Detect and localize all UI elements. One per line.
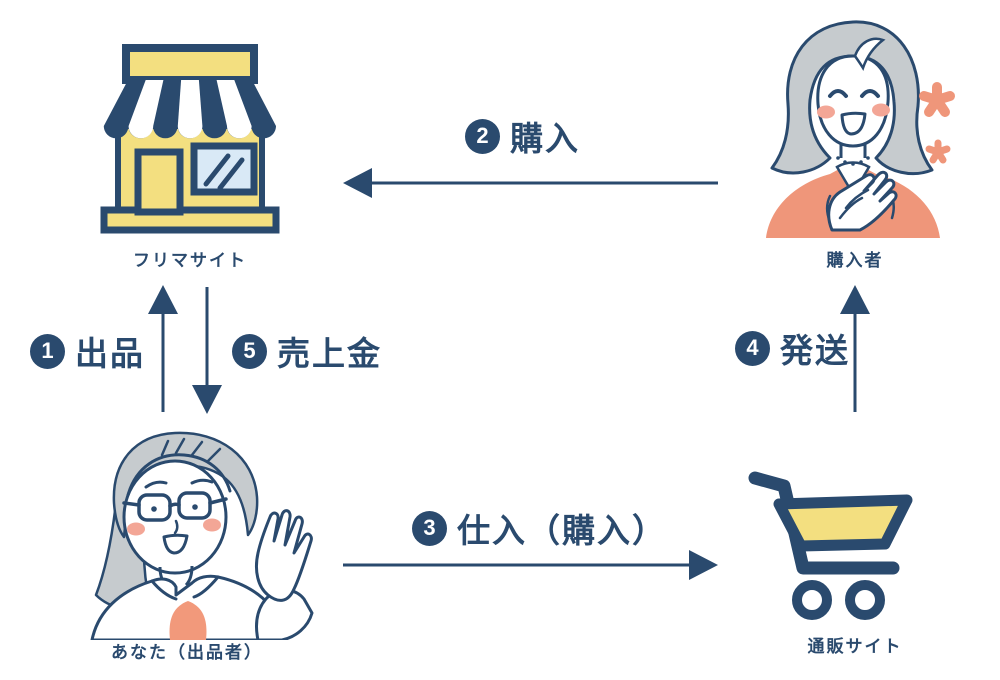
store-window xyxy=(190,142,258,196)
seller-waving-hand xyxy=(254,509,313,602)
cart-wheel-right xyxy=(845,580,885,620)
flow-purchase-text: 購入 xyxy=(510,120,580,157)
step-4-badge: 4 xyxy=(735,330,770,366)
seller-label: あなた（出品者） xyxy=(111,643,263,662)
step-2-badge: 2 xyxy=(465,118,500,154)
seller-inner-shirt xyxy=(169,601,207,640)
buyer-bangs xyxy=(853,37,886,71)
seller-nose xyxy=(173,519,179,535)
flow-label-stocking: 3 仕入（購入） xyxy=(412,504,667,552)
seller-mouth xyxy=(162,533,189,555)
flow-label-shipping: 4 発送 xyxy=(735,324,850,372)
seller-lapels xyxy=(150,575,220,601)
buyer-label: 購入者 xyxy=(826,251,884,270)
seller-cheek-right xyxy=(203,518,221,532)
store-sign xyxy=(122,44,258,84)
arrow-sales-money-down xyxy=(192,287,222,414)
buyer-face xyxy=(816,54,890,148)
store-base xyxy=(100,206,280,234)
step-3-badge: 3 xyxy=(412,510,447,546)
flow-listing-text: 出品 xyxy=(75,335,145,372)
buyer-finger-lines xyxy=(838,188,870,220)
buyer-closed-eyes xyxy=(828,89,880,98)
step-5-badge: 5 xyxy=(232,333,267,369)
waving-woman-glasses-illustration xyxy=(90,431,314,640)
buyer-hands xyxy=(827,170,898,232)
buyer-vneck xyxy=(835,161,871,197)
sparkles-icon xyxy=(919,82,955,164)
storefront-icon xyxy=(100,44,280,234)
buyer-neck xyxy=(839,144,867,158)
seller-cheek-left xyxy=(127,522,145,536)
happy-woman-illustration xyxy=(766,20,955,238)
buyer-cheek-right xyxy=(872,103,890,117)
step-1-badge: 1 xyxy=(30,333,65,369)
arrow-shipping-up xyxy=(840,285,870,412)
store-door xyxy=(134,148,184,216)
seller-eye-right xyxy=(192,504,198,510)
seller-face xyxy=(122,459,228,575)
buyer-cheek-left xyxy=(817,105,835,119)
arrow-purchase-left xyxy=(343,168,718,198)
seller-eye-left xyxy=(151,506,157,512)
arrow-stocking-right xyxy=(343,550,718,580)
seller-eyebrows xyxy=(144,478,214,489)
flow-label-purchase: 2 購入 xyxy=(465,112,580,160)
buyer-mouth xyxy=(840,111,867,136)
flow-label-listing: 1 出品 xyxy=(30,327,145,375)
seller-hair-strands xyxy=(160,437,222,463)
seller-hairline xyxy=(126,453,232,497)
arrow-listing-up xyxy=(148,285,178,412)
cart-wheel-left xyxy=(792,580,832,620)
store-awning xyxy=(103,80,276,139)
flea-market-label: フリマサイト xyxy=(133,251,247,270)
cart-basket xyxy=(773,494,913,552)
flow-sales-money-text: 売上金 xyxy=(277,335,382,372)
shopping-cart-icon xyxy=(748,471,913,620)
buyer-necklace xyxy=(836,156,870,166)
flow-label-sales-money: 5 売上金 xyxy=(232,327,382,375)
online-shop-label: 通販サイト xyxy=(807,637,903,656)
flow-shipping-text: 発送 xyxy=(780,332,850,369)
flow-stocking-text: 仕入（購入） xyxy=(457,512,667,549)
